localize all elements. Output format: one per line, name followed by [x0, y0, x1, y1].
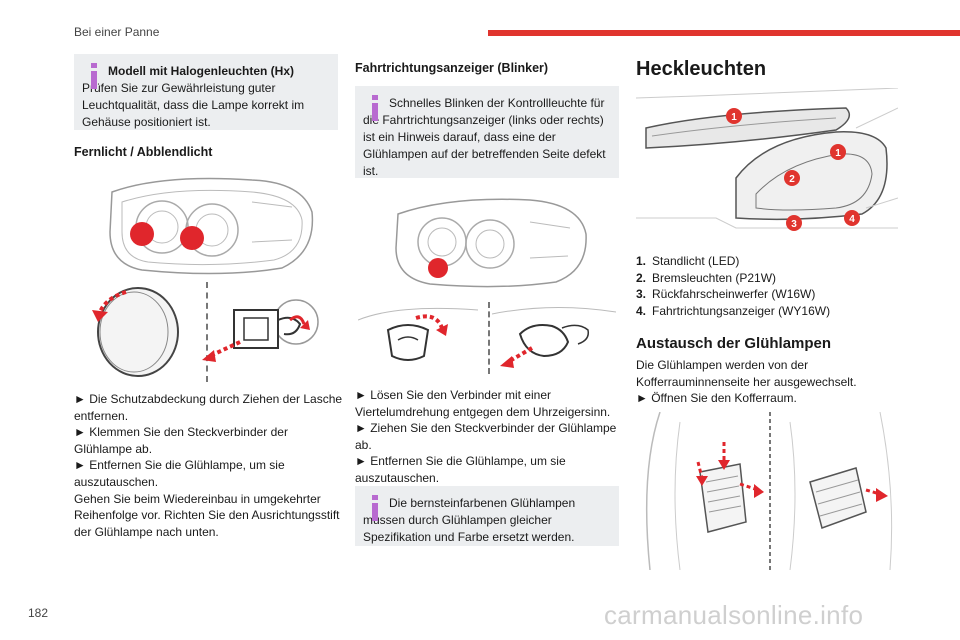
step-text: Gehen Sie beim Wiedereinbau in umgekehrt… [74, 491, 340, 539]
rear-lamp-legend: 1. Standlicht (LED) 2. Bremsleuchten (P2… [636, 253, 916, 319]
rear-lamp-illustration: 1 1 2 3 4 [636, 88, 898, 231]
paragraph-text: Die Glühlampen werden von der Kofferraum… [636, 358, 857, 389]
header-accent-bar [488, 30, 960, 36]
headlamp-illustration [109, 177, 314, 275]
step-text: ► Klemmen Sie den Steckverbinder der Glü… [74, 425, 288, 456]
section-heading-blinker: Fahrtrichtungsanzeiger (Blinker) [355, 61, 549, 75]
callout-3: 3 [791, 219, 797, 230]
info-icon [372, 95, 378, 121]
legend-number: 3. [636, 287, 647, 302]
turn-signal-twist-illustration [358, 307, 479, 361]
info-box-halogen: Modell mit Halogenleuchten (Hx) Prüfen S… [74, 54, 338, 130]
info-icon [91, 63, 97, 89]
legend-item: 1. Standlicht (LED) [636, 253, 916, 270]
callout-4: 4 [849, 214, 855, 225]
page-header-title: Bei einer Panne [74, 25, 160, 39]
watermark-text: carmanualsonline.info [604, 600, 864, 630]
bulb-connector-illustration [202, 299, 319, 362]
page-number: 182 [28, 606, 49, 620]
callout-1: 1 [731, 112, 737, 123]
legend-text: Bremsleuchten (P21W) [652, 270, 777, 285]
info-box-text: Die bernsteinfarbenen Glühlampen müssen … [363, 496, 576, 544]
legend-number: 1. [636, 254, 647, 268]
info-box-text: Prüfen Sie zur Gewährleistung guter Leuc… [82, 81, 305, 129]
legend-item: 2. Bremsleuchten (P21W) [636, 270, 916, 287]
info-box-title: Modell mit Halogenleuchten (Hx) [108, 64, 295, 78]
legend-number: 2. [636, 270, 647, 285]
legend-text: Standlicht (LED) [652, 254, 740, 268]
info-box-amber: Die bernsteinfarbenen Glühlampen müssen … [355, 486, 619, 546]
austausch-text: Die Glühlampen werden von der Kofferraum… [636, 357, 896, 407]
step-text: ► Die Schutzabdeckung durch Ziehen der L… [74, 392, 343, 423]
section-heading-heckleuchten: Heckleuchten [636, 58, 767, 80]
step-text: ► Öffnen Sie den Kofferraum. [636, 391, 797, 406]
legend-number: 4. [636, 303, 647, 318]
steps-fernlicht: ► Die Schutzabdeckung durch Ziehen der L… [74, 391, 344, 540]
illustration-divider [206, 282, 208, 382]
info-box-blinker: Schnelles Blinken der Kontrollleuchte fü… [355, 86, 619, 178]
legend-text: Fahrtrichtungsanzeiger (WY16W) [652, 303, 831, 318]
info-box-text: Schnelles Blinken der Kontrollleuchte fü… [363, 96, 606, 178]
step-text: ► Lösen Sie den Verbinder mit einer Vier… [355, 388, 611, 419]
step-text: ► Entfernen Sie die Glühlampe, um sie au… [74, 458, 285, 489]
step-text: ► Ziehen Sie den Steckverbinder der Glüh… [355, 421, 617, 452]
turn-signal-headlamp-illustration [395, 198, 587, 288]
callout-2: 2 [789, 174, 795, 185]
legend-item: 4. Fahrtrichtungsanzeiger (WY16W) [636, 303, 916, 320]
section-heading-fernlicht: Fernlicht / Abblendlicht [74, 145, 213, 159]
callout-1: 1 [835, 148, 841, 159]
cover-removal-illustration [92, 287, 179, 377]
step-text: ► Entfernen Sie die Glühlampe, um sie au… [355, 454, 566, 485]
illustration-divider [488, 302, 490, 374]
section-heading-austausch: Austausch der Glühlampen [636, 335, 832, 352]
info-icon [372, 495, 378, 521]
trunk-access-illustration [645, 412, 893, 570]
turn-signal-pull-illustration [492, 306, 616, 368]
legend-text: Rückfahrscheinwerfer (W16W) [652, 287, 816, 302]
steps-blinker: ► Lösen Sie den Verbinder mit einer Vier… [355, 387, 625, 487]
legend-item: 3. Rückfahrscheinwerfer (W16W) [636, 286, 916, 303]
